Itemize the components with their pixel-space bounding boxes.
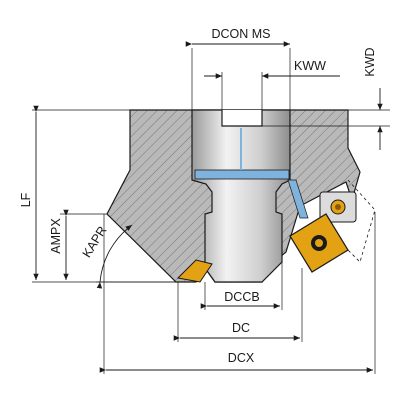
label-ampx: AMPX [49, 218, 63, 254]
keyway-slot [221, 110, 263, 127]
label-lf: LF [19, 192, 33, 207]
label-kww: KWW [294, 59, 326, 73]
center-bore [191, 109, 291, 283]
coolant-disc [194, 169, 290, 180]
label-dccb: DCCB [224, 290, 259, 304]
insert-torx-center [315, 239, 323, 247]
kapr-arc [96, 224, 133, 289]
label-dc: DC [232, 321, 250, 335]
insert-outline-dashed [347, 179, 376, 263]
label-kapr: KAPR [80, 224, 110, 260]
label-dcx: DCX [228, 351, 255, 365]
clamp-screw-hole [335, 204, 341, 210]
label-kwd: KWD [363, 47, 377, 76]
cutting-insert-left [176, 259, 213, 283]
label-dcon-ms: DCON MS [211, 27, 270, 41]
coolant-angled-channel [287, 179, 309, 219]
